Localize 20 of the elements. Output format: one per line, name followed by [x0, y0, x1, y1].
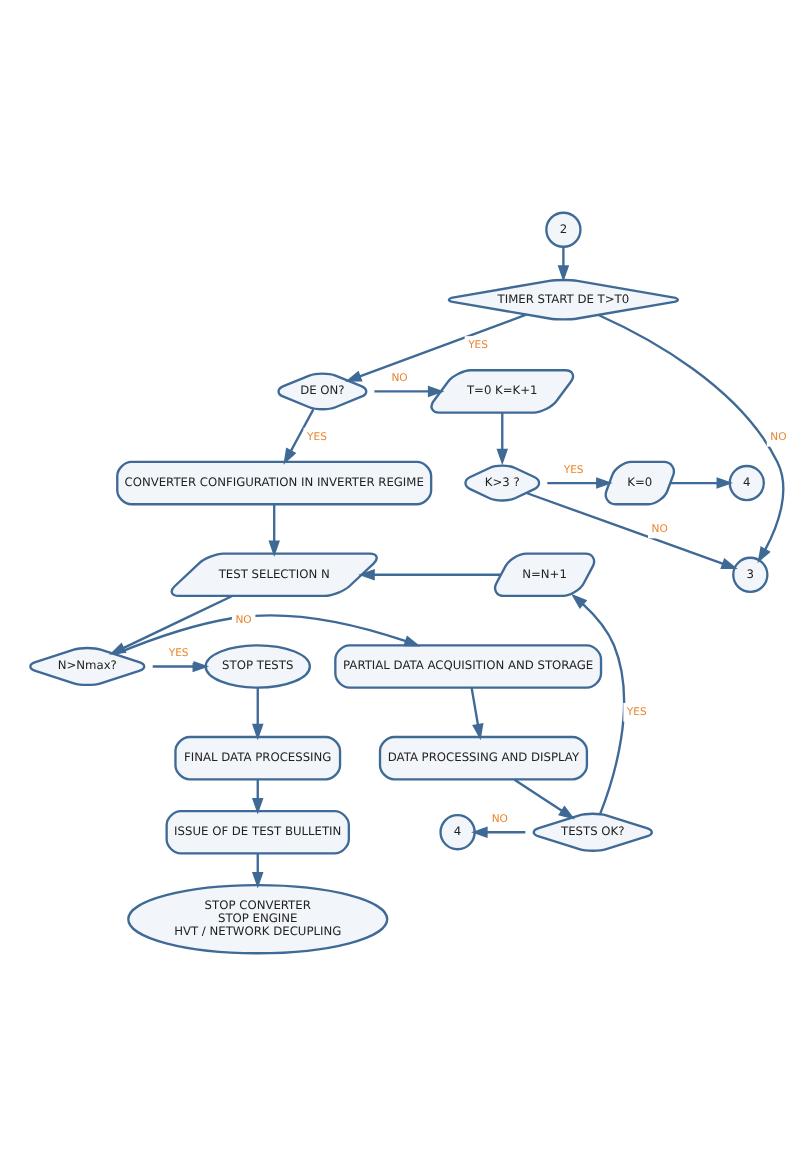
arrow [251, 779, 264, 815]
arrow [547, 477, 613, 489]
arrow [571, 593, 626, 814]
arrow [496, 412, 509, 466]
arrow [374, 385, 445, 398]
arrow [526, 491, 738, 570]
arrow [251, 687, 264, 741]
arrow [283, 408, 315, 465]
arrow [114, 614, 421, 656]
arrow [251, 853, 264, 889]
arrow [597, 313, 785, 564]
arrow [557, 246, 570, 282]
arrow [268, 504, 280, 557]
arrow [345, 313, 527, 382]
arrow [670, 477, 733, 489]
arrow [358, 569, 501, 581]
arrow [513, 778, 576, 820]
arrow [470, 687, 484, 741]
arrow [471, 826, 526, 838]
arrow [152, 660, 209, 673]
